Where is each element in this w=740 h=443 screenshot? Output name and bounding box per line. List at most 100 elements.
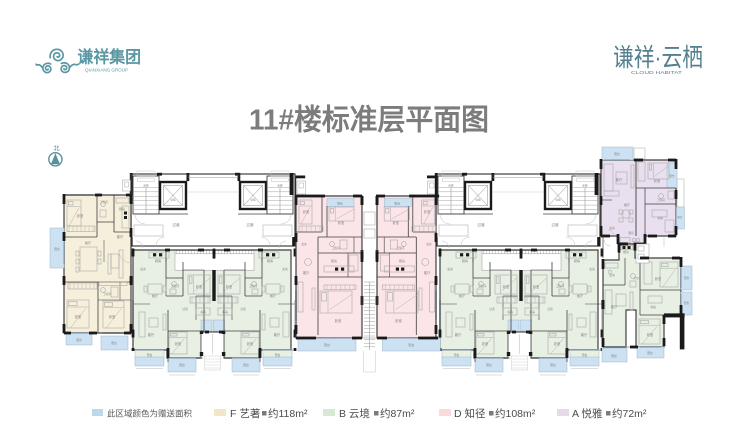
svg-text:客厅: 客厅 [148,332,155,337]
svg-text:玄关: 玄关 [609,272,615,277]
svg-text:厨房: 厨房 [462,258,468,263]
svg-text:客厅: 客厅 [455,332,462,337]
svg-text:过道: 过道 [551,222,559,227]
svg-text:A 悦雅: A 悦雅 [572,407,603,420]
svg-text:阳台: 阳台 [179,363,185,367]
svg-text:电梯: 电梯 [170,197,176,201]
svg-text:餐厅: 餐厅 [459,293,465,298]
svg-text:客厅: 客厅 [581,332,588,337]
svg-text:卫生间: 卫生间 [657,198,665,202]
svg-text:QIANXIANG GROUP: QIANXIANG GROUP [85,68,128,73]
svg-text:B 云境: B 云境 [339,407,370,420]
svg-text:阳台: 阳台 [111,341,117,345]
svg-text:卧室: 卧室 [554,341,560,346]
svg-text:玄关: 玄关 [426,242,432,246]
svg-text:卧室: 卧室 [226,284,232,289]
svg-text:卧室: 卧室 [303,209,309,214]
svg-text:卧室: 卧室 [109,314,115,319]
svg-text:客厅: 客厅 [303,270,310,275]
svg-text:阳台: 阳台 [275,353,281,357]
svg-text:约118m²: 约118m² [268,407,308,420]
svg-text:卧室: 卧室 [338,220,344,225]
svg-text:阳台: 阳台 [684,276,690,280]
svg-text:约72m²: 约72m² [612,407,647,420]
svg-text:玄关: 玄关 [589,266,595,271]
svg-text:卫生间: 卫生间 [249,284,257,288]
svg-text:厨房: 厨房 [119,206,125,211]
svg-text:阳台: 阳台 [614,152,620,156]
svg-text:卫生间: 卫生间 [171,284,179,288]
svg-text:阳台: 阳台 [582,353,588,357]
svg-text:过道: 过道 [489,307,495,311]
svg-text:玄关: 玄关 [609,225,615,230]
svg-text:D 知径: D 知径 [454,407,486,420]
svg-text:阳台: 阳台 [394,202,400,206]
svg-text:卫生间: 卫生间 [332,246,340,250]
svg-text:客厅: 客厅 [616,177,623,182]
svg-text:卧室: 卧室 [77,213,83,218]
svg-text:卧室: 卧室 [395,318,402,323]
svg-text:步梯: 步梯 [582,184,588,188]
svg-text:步梯: 步梯 [448,184,454,188]
svg-text:书房: 书房 [650,304,656,309]
svg-text:厨房: 厨房 [574,258,580,263]
svg-text:CLOUD HABITAT: CLOUD HABITAT [631,70,682,75]
svg-text:阳台: 阳台 [147,353,153,357]
svg-text:卧室: 卧室 [75,314,81,319]
svg-text:卧室: 卧室 [647,332,653,337]
svg-text:卫生间: 卫生间 [103,292,111,296]
svg-text:卧室: 卧室 [533,284,539,289]
svg-text:厨房: 厨房 [623,249,629,254]
svg-text:餐厅: 餐厅 [270,293,276,298]
svg-text:玄关: 玄关 [282,266,288,271]
svg-text:阳台: 阳台 [550,363,556,367]
svg-text:步梯: 步梯 [143,184,149,188]
svg-text:厨房: 厨房 [399,258,405,263]
svg-text:过道: 过道 [547,307,553,311]
svg-text:阳台: 阳台 [611,354,617,358]
svg-text:谦祥·云栖: 谦祥·云栖 [613,44,703,72]
svg-text:卧室: 卧室 [196,284,202,289]
svg-text:玄关: 玄关 [447,266,453,271]
svg-text:阳台: 阳台 [669,174,675,178]
svg-text:过道: 过道 [172,222,180,227]
svg-text:阳台: 阳台 [324,342,330,347]
svg-text:客厅: 客厅 [424,270,431,275]
svg-text:过道: 过道 [182,307,188,311]
svg-text:厨房: 厨房 [155,258,161,263]
svg-text:客厅: 客厅 [274,332,281,337]
svg-text:卫生间: 卫生间 [556,284,564,288]
svg-text:电梯: 电梯 [475,197,481,201]
svg-text:约108m²: 约108m² [495,407,536,420]
svg-text:北: 北 [53,145,60,153]
svg-text:卧室: 卧室 [482,341,488,346]
svg-text:玄关: 玄关 [301,242,307,246]
svg-text:过道: 过道 [246,222,254,227]
svg-text:餐厅: 餐厅 [85,240,91,245]
svg-text:卧室: 卧室 [175,341,181,346]
svg-text:步梯: 步梯 [277,184,283,188]
svg-text:此区域颜色为赠送面积: 此区域颜色为赠送面积 [107,409,193,419]
svg-text:卧室: 卧室 [247,341,253,346]
svg-text:玄关: 玄关 [140,266,146,271]
svg-text:阳台: 阳台 [337,202,343,206]
svg-text:餐厅: 餐厅 [152,293,158,298]
svg-text:卧室: 卧室 [654,178,660,183]
svg-text:卧室: 卧室 [393,220,399,225]
svg-text:过道: 过道 [240,307,246,311]
svg-text:卫生间: 卫生间 [396,246,404,250]
svg-text:餐厅: 餐厅 [624,202,630,207]
svg-text:11#楼标准层平面图: 11#楼标准层平面图 [249,104,489,137]
svg-text:阳台: 阳台 [647,351,653,355]
svg-text:阳台: 阳台 [677,215,683,219]
svg-text:书房: 书房 [200,309,206,314]
svg-text:客厅: 客厅 [117,234,124,239]
svg-text:厨房: 厨房 [628,231,634,235]
svg-text:阳台: 阳台 [243,363,249,367]
svg-text:电梯: 电梯 [250,197,256,201]
svg-text:书房: 书房 [222,309,228,314]
svg-text:谦祥集团: 谦祥集团 [78,47,142,67]
svg-text:阳台: 阳台 [409,342,415,347]
svg-text:书房: 书房 [529,309,535,314]
svg-text:卧室: 卧室 [335,318,342,323]
